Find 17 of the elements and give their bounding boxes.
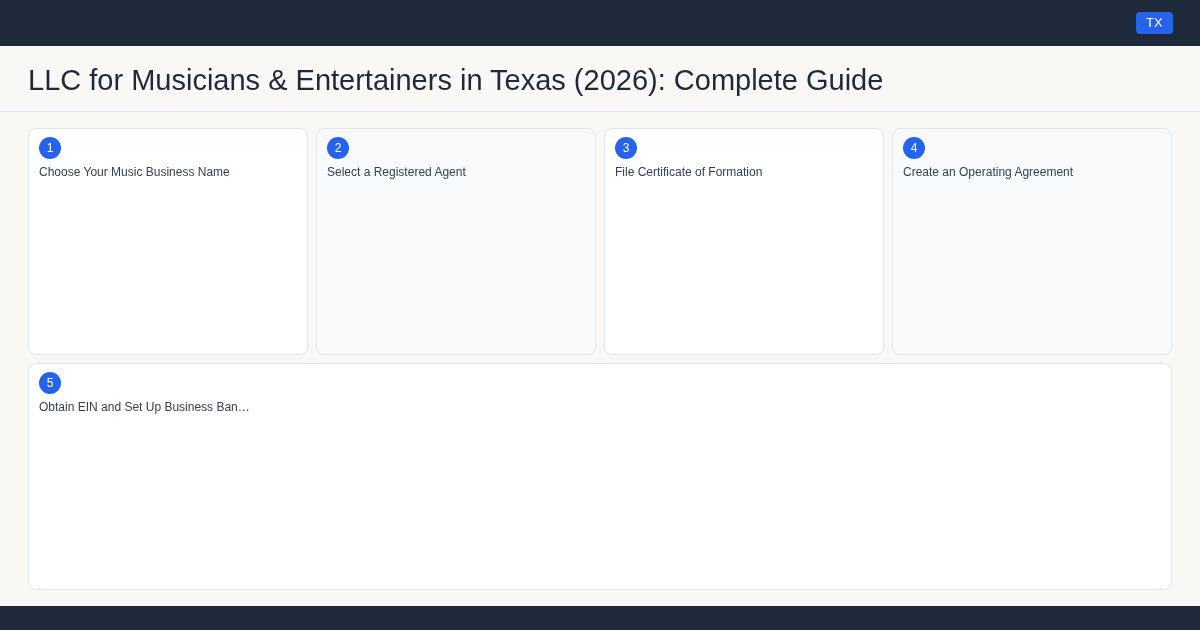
step-card [604, 128, 884, 355]
step-number-badge: 4 [903, 137, 925, 159]
step-title: Choose Your Music Business Name [39, 165, 230, 179]
step-number-badge: 3 [615, 137, 637, 159]
step-card [892, 128, 1172, 355]
step-number-badge: 5 [39, 372, 61, 394]
step-card [316, 128, 596, 355]
step-title: Create an Operating Agreement [903, 165, 1074, 179]
step-card [28, 363, 1172, 590]
step-number-badge: 2 [327, 137, 349, 159]
step-title: Obtain EIN and Set Up Business Ban… [39, 400, 250, 414]
step-title: File Certificate of Formation [615, 165, 763, 179]
step-title: Select a Registered Agent [327, 165, 466, 179]
state-badge: TX [1136, 12, 1173, 34]
step-number-badge: 1 [39, 137, 61, 159]
page-title: LLC for Musicians & Entertainers in Texas (2026): Complete Guide [28, 63, 884, 97]
step-card [28, 128, 308, 355]
